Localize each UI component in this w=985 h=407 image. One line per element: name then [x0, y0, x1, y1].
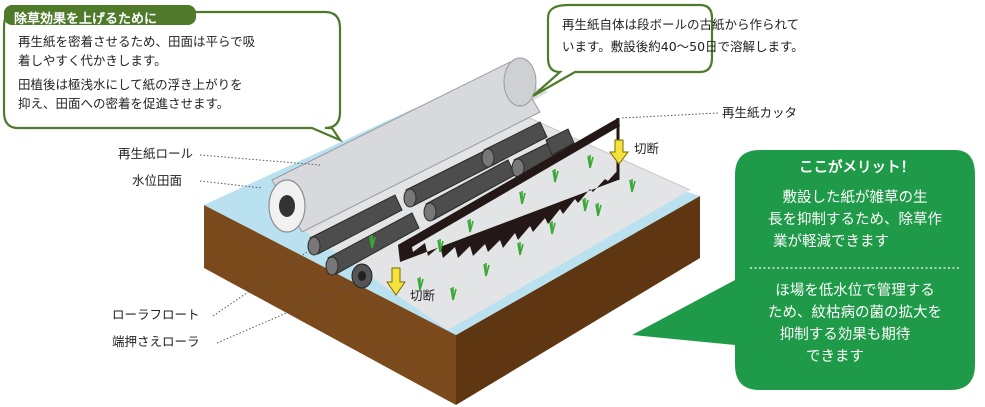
- callout-paper-line-1: 再生紙自体は段ボールの古紙から作られて: [562, 17, 800, 32]
- callout-paper-line-2: います。敷設後約40〜50日で溶解します。: [562, 39, 804, 54]
- soil-front-face: [204, 205, 456, 405]
- merit-title: ここがメリット！: [799, 160, 915, 176]
- callout-weeding-line-3: 田植後は極浅水にして紙の浮き上がりを: [18, 77, 243, 92]
- label-water-surface: 水位田面: [132, 173, 183, 188]
- label-paper-roll: 再生紙ロール: [118, 146, 194, 161]
- merit-point2-line-3: 抑制する効果も期待: [779, 327, 911, 343]
- merit-point1-line-1: 敷設した紙が雑草の生: [782, 190, 928, 206]
- callout-weeding-title-bar: [4, 5, 196, 25]
- label-edge-roller: 端押さえローラ: [112, 334, 200, 349]
- callout-weeding-shape: [2, 10, 343, 143]
- roller-floats: [307, 121, 575, 276]
- cut-arrow-bottom: [386, 267, 406, 296]
- label-cut-top: 切断: [634, 141, 660, 156]
- merit-point1-line-3: 業が軽減できます: [773, 234, 889, 250]
- cut-arrow-top: [609, 139, 629, 165]
- callout-paper-shape: [532, 3, 714, 97]
- label-cut-bottom: 切断: [410, 288, 436, 303]
- merit-point1-line-2: 長を抑制するため、除草作: [768, 212, 942, 228]
- merit-bubble: [632, 150, 975, 390]
- callout-weeding-line-1: 再生紙を密着させるため、田面は平らで吸: [18, 34, 256, 49]
- paper-roll: [268, 57, 541, 233]
- edge-roller: [351, 263, 373, 289]
- merit-point2-line-2: ため、紋枯病の菌の拡大を: [768, 305, 942, 321]
- callout-weeding-line-2: 着しやすく代かきします。: [18, 53, 167, 68]
- rice-seedlings: [369, 155, 636, 301]
- soil-side-face: [456, 196, 700, 405]
- label-roller-float: ローラフロート: [112, 307, 200, 322]
- label-paper-cutter: 再生紙カッタ: [722, 105, 798, 120]
- merit-point2-line-1: ほ場を低水位で管理する: [775, 283, 935, 299]
- callout-weeding-line-4: 抑え、田面への密着を促進させます。: [18, 96, 230, 111]
- merit-point2-line-4: できます: [806, 349, 864, 365]
- callout-weeding-title: 除草効果を上げるために: [14, 12, 158, 27]
- paper-cutter: [398, 170, 618, 262]
